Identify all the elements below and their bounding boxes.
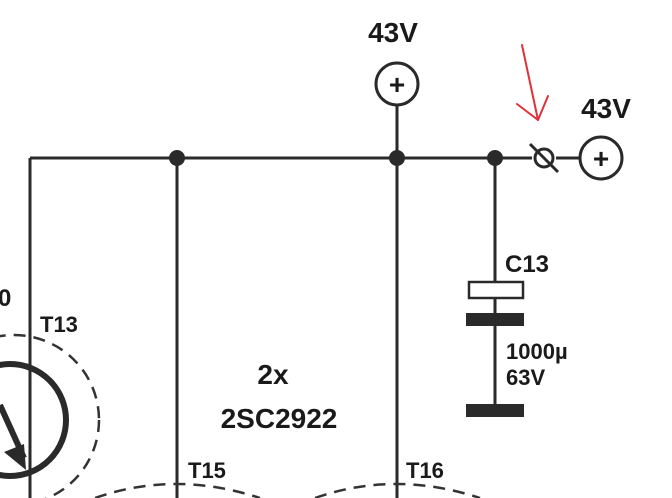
t16-heatsink-outline (314, 482, 481, 498)
capacitor-voltage-label: 63V (506, 365, 545, 390)
t13-label: T13 (40, 312, 78, 337)
plus-icon: + (389, 69, 405, 100)
t16-label: T16 (406, 458, 444, 483)
capacitor-plate-positive (467, 280, 525, 300)
left-edge-text: 0 (0, 285, 11, 312)
capacitor-value-label: 1000µ (506, 339, 568, 364)
t13-heatsink-outline (0, 333, 101, 498)
break-point-slash (528, 142, 560, 174)
transistor-part-label: 2SC2922 (221, 403, 338, 434)
junction-dot-t15 (169, 150, 185, 166)
t15-heatsink-outline (94, 482, 261, 498)
capacitor-name-label: C13 (505, 251, 549, 278)
capacitor-plate-bottom (466, 404, 524, 417)
supply-top-terminal[interactable] (374, 61, 420, 107)
supply-top-label: 43V (368, 17, 418, 48)
annotation-arrow-icon (516, 44, 549, 121)
junction-dot-t16 (389, 150, 405, 166)
t13-emitter-arrow-icon (4, 444, 26, 470)
supply-right-label: 43V (581, 93, 631, 124)
junction-dot-cap (487, 150, 503, 166)
capacitor-plate-negative (466, 313, 524, 326)
transistor-count-label: 2x (257, 359, 289, 390)
t15-label: T15 (188, 458, 226, 483)
supply-right-terminal[interactable] (578, 135, 624, 181)
t13-body (0, 361, 69, 479)
plus-icon: + (593, 143, 609, 174)
